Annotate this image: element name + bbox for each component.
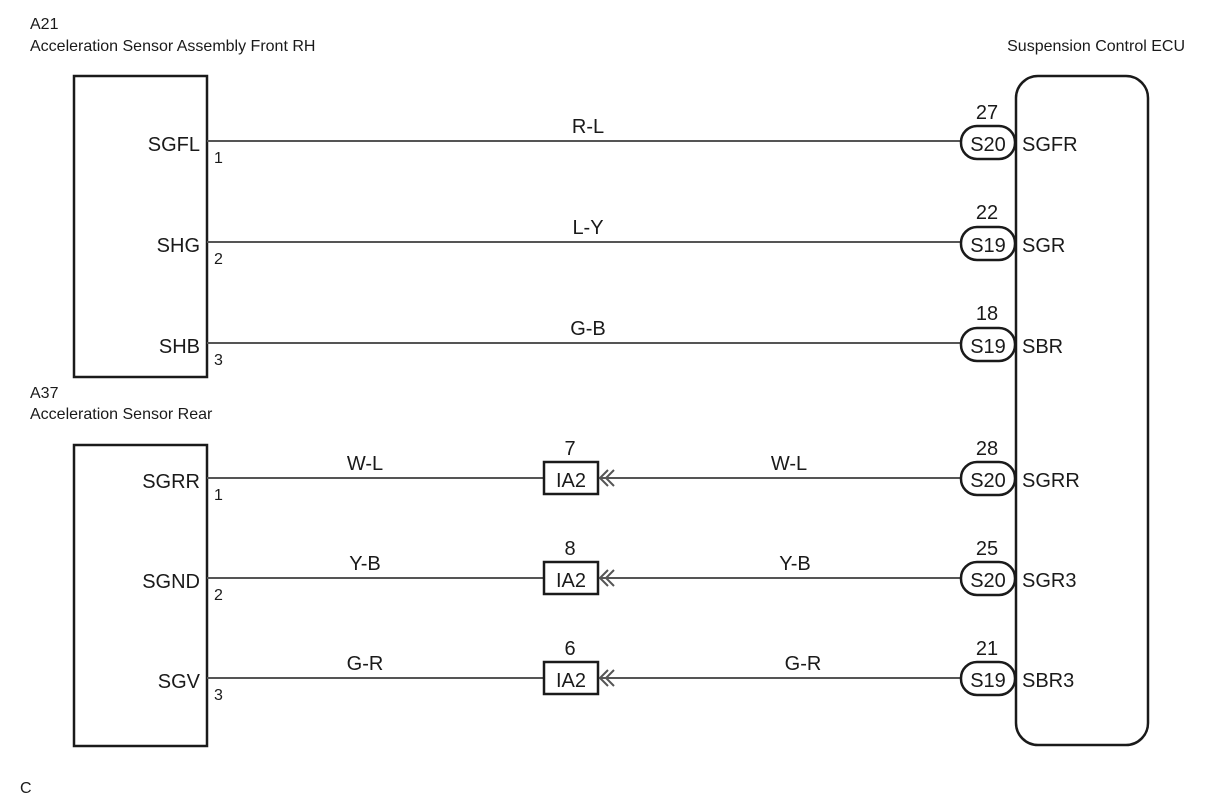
ecu-terminal: SGR: [1022, 235, 1065, 257]
front-sensor-box: [72, 74, 209, 379]
wire-color-right: W-L: [771, 453, 807, 475]
junction-connector: [542, 460, 600, 496]
ecu-connector: [959, 326, 1017, 363]
sensor-terminal: SGRR: [142, 471, 200, 493]
front-wire-3: SHB 3 G-B 18 S19 SBR: [159, 303, 1063, 369]
wire-color-left: Y-B: [349, 553, 381, 575]
ecu-terminal: SBR: [1022, 336, 1063, 358]
rear-wire-3: SGV 3 G-R 6 IA2 G-R 21 S19 SBR3: [158, 638, 1075, 704]
ecu-terminal: SGRR: [1022, 470, 1080, 492]
sensor-terminal: SGV: [158, 671, 201, 693]
wire-color-left: G-R: [347, 653, 384, 675]
ecu-pin: 25: [976, 538, 998, 560]
sensor-terminal: SGND: [142, 571, 200, 593]
ecu-pin: 27: [976, 102, 998, 124]
junction-arrow-icon: [598, 569, 615, 587]
ecu-pin: 21: [976, 638, 998, 660]
junction-pin: 6: [564, 638, 575, 660]
ecu-connector-label: S20: [970, 470, 1006, 492]
junction-arrow-icon: [598, 469, 615, 487]
junction-connector: [542, 660, 600, 696]
ecu-connector-label: S19: [970, 670, 1006, 692]
ecu-pin: 22: [976, 202, 998, 224]
ecu-connector: [959, 560, 1017, 597]
wire-color: R-L: [572, 116, 604, 138]
junction-label: IA2: [556, 470, 586, 492]
sensor-pin: 3: [214, 687, 223, 704]
wire-color: L-Y: [572, 217, 603, 239]
rear-sensor-box: [72, 443, 209, 748]
wire-color-right: Y-B: [779, 553, 811, 575]
ecu-connector: [959, 460, 1017, 497]
sensor-pin: 2: [214, 587, 223, 604]
ecu-connector-label: S20: [970, 570, 1006, 592]
rear-wire-2: SGND 2 Y-B 8 IA2 Y-B 25 S20 SGR3: [142, 538, 1076, 604]
sensor-terminal: SHG: [157, 235, 200, 257]
ecu-connector-label: S20: [970, 134, 1006, 156]
sensor-pin: 1: [214, 150, 223, 167]
junction-arrow-icon: [598, 669, 615, 687]
rear-sensor-name: Acceleration Sensor Rear: [30, 406, 213, 423]
junction-connector: [542, 560, 600, 596]
footer-code: C: [20, 780, 32, 797]
ecu-connector-label: S19: [970, 336, 1006, 358]
wire-color: G-B: [570, 318, 606, 340]
junction-label: IA2: [556, 570, 586, 592]
ecu-box: [1014, 74, 1150, 747]
wire-color-left: W-L: [347, 453, 383, 475]
ecu-pin: 28: [976, 438, 998, 460]
ecu-connector: [959, 124, 1017, 161]
rear-wire-1: SGRR 1 W-L 7 IA2 W-L 28 S20 SGRR: [142, 438, 1080, 504]
junction-pin: 8: [564, 538, 575, 560]
sensor-pin: 1: [214, 487, 223, 504]
sensor-pin: 2: [214, 251, 223, 268]
wire-color-right: G-R: [785, 653, 822, 675]
ecu-terminal: SGR3: [1022, 570, 1076, 592]
rear-sensor-code: A37: [30, 385, 59, 402]
sensor-terminal: SHB: [159, 336, 200, 358]
sensor-pin: 3: [214, 352, 223, 369]
ecu-terminal: SBR3: [1022, 670, 1074, 692]
front-sensor-code: A21: [30, 16, 59, 33]
ecu-connector: [959, 660, 1017, 697]
ecu-connector-label: S19: [970, 235, 1006, 257]
front-wire-2: SHG 2 L-Y 22 S19 SGR: [157, 202, 1066, 268]
front-sensor-name: Acceleration Sensor Assembly Front RH: [30, 38, 315, 55]
ecu-terminal: SGFR: [1022, 134, 1078, 156]
junction-pin: 7: [564, 438, 575, 460]
ecu-name: Suspension Control ECU: [1007, 38, 1185, 55]
ecu-pin: 18: [976, 303, 998, 325]
ecu-connector: [959, 225, 1017, 262]
sensor-terminal: SGFL: [148, 134, 200, 156]
front-wire-1: SGFL 1 R-L 27 S20 SGFR: [148, 102, 1078, 167]
junction-label: IA2: [556, 670, 586, 692]
